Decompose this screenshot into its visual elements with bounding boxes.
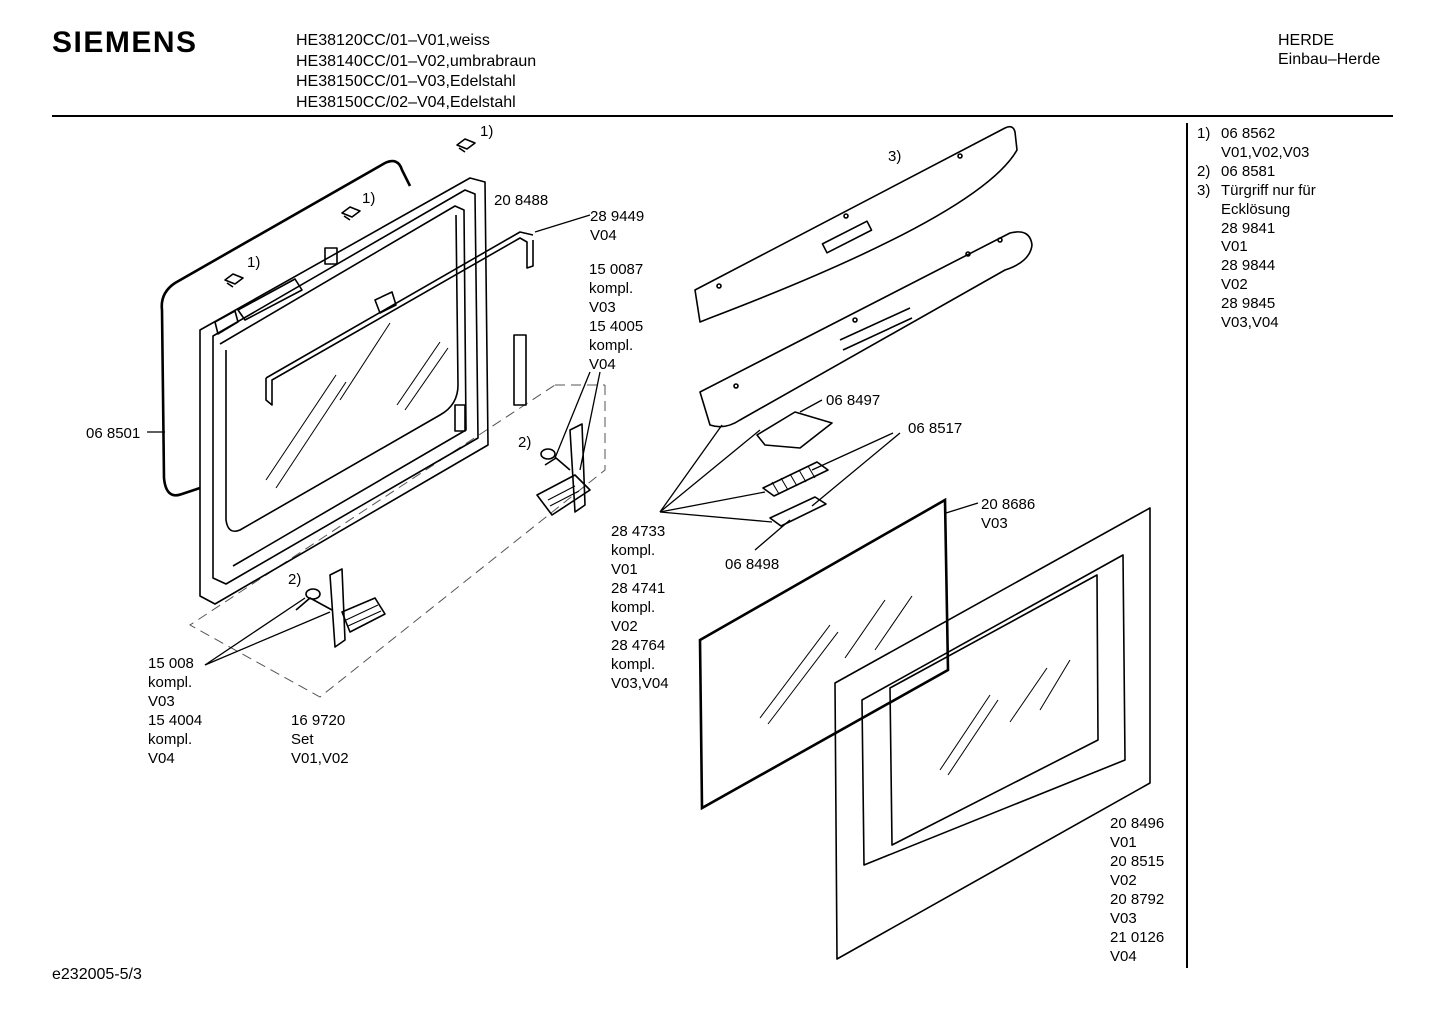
note-1: 1)06 8562 (1197, 125, 1276, 142)
note-3: 3)Türgriff nur für (1197, 181, 1316, 199)
model-line: HE38150CC/01–V03,Edelstahl (296, 73, 516, 90)
leader-lines (147, 214, 979, 666)
seal-strip (769, 496, 827, 527)
header-rule (52, 115, 1393, 117)
end-cap (756, 411, 833, 449)
note-3-line: V01 (1221, 238, 1248, 256)
spring-clip (762, 461, 829, 497)
callout-1: 1) (480, 123, 494, 140)
note-2: 2)06 8581 (1197, 162, 1276, 180)
clip-parts (224, 138, 476, 288)
label-cap: 06 8497 (826, 392, 881, 409)
label-frame: 20 8488 (494, 192, 549, 209)
note-3-line: V03,V04 (1221, 314, 1279, 332)
inner-frame-glare (265, 322, 449, 489)
model-line: HE38140CC/01–V02,umbrabraun (296, 52, 537, 70)
label-seal: 06 8501 (86, 425, 141, 442)
callout-2: 2) (518, 434, 532, 451)
label-hinge-left: 15 008 kompl. V03 15 4004 kompl. V04 (148, 655, 203, 767)
note-3-line: 28 9841 (1221, 219, 1276, 237)
inner-door-frame (199, 177, 489, 605)
label-handle-parts: 28 4733 kompl. V01 28 4741 kompl. V02 28… (611, 523, 669, 692)
door-seal (160, 159, 412, 497)
brand-logo: SIEMENS (52, 26, 198, 59)
category-line: Einbau–Herde (1278, 51, 1381, 68)
model-list: HE38120CC/01–V01,weiss HE38140CC/01–V02,… (296, 31, 536, 113)
label-set: 16 9720 Set V01,V02 (291, 712, 349, 767)
outer-glass-pane (834, 507, 1151, 960)
callout-2: 2) (288, 571, 302, 588)
label-strip: 06 8498 (725, 556, 780, 573)
hinge-left (295, 568, 386, 648)
note-3-line: 28 9845 (1221, 295, 1276, 313)
footnotes: 1)06 8562 V01,V02,V03 2)06 8581 3)Türgri… (1197, 125, 1316, 333)
label-inner-glass: 20 8686 V03 (981, 496, 1036, 532)
product-category: HERDE Einbau–Herde (1278, 31, 1380, 69)
note-1-line: V01,V02,V03 (1221, 143, 1310, 161)
note-3-line: 28 9844 (1221, 257, 1276, 275)
label-hinge-right: 15 0087 kompl. V03 15 4005 kompl. V04 (589, 261, 644, 373)
label-outer-glass: 20 8496 V01 20 8515 V02 20 8792 V03 21 0… (1110, 815, 1165, 965)
drawing-reference: e232005-5/3 (52, 966, 142, 983)
notes-divider (1186, 123, 1188, 968)
callout-1: 1) (247, 254, 261, 271)
model-line: HE38150CC/02–V04,Edelstahl (296, 93, 516, 111)
assembly-guides (189, 384, 606, 698)
inner-glass-pane (698, 497, 950, 811)
label-clip: 06 8517 (908, 420, 963, 437)
support-bracket (265, 231, 534, 406)
handle-carrier (699, 231, 1033, 428)
label-bracket: 28 9449 V04 (590, 208, 645, 244)
callout-3: 3) (888, 148, 902, 165)
note-3-line: V02 (1221, 276, 1248, 294)
hinge-right (536, 423, 591, 516)
frame-top-rail (214, 278, 303, 335)
note-3-line: Ecklösung (1221, 200, 1291, 218)
gasket-insert (513, 334, 527, 406)
category-line: HERDE (1278, 32, 1335, 49)
model-line: HE38120CC/01–V01,weiss (296, 32, 490, 49)
door-handle (694, 125, 1018, 323)
callout-1: 1) (362, 190, 376, 207)
